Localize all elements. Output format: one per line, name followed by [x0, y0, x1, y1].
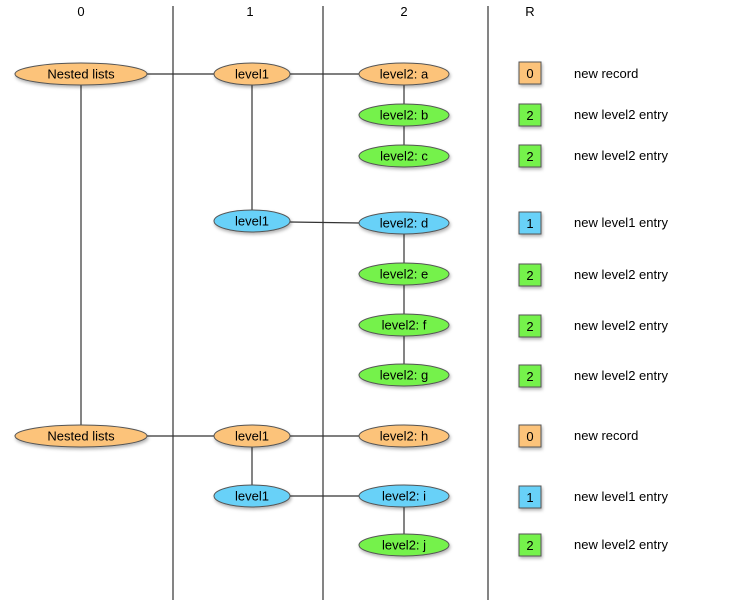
r-badge-value: 2	[526, 149, 533, 164]
r-badge-value: 2	[526, 369, 533, 384]
node-label: level2: a	[380, 67, 429, 82]
node-label: level2: c	[380, 149, 428, 164]
node-shape	[358, 211, 450, 235]
node-label: level2: d	[380, 216, 428, 231]
node-level2-e: level2: e	[358, 262, 450, 286]
r-badge-row-1: 0	[518, 61, 542, 85]
row-description: new level1 entry	[574, 489, 668, 504]
node-shape	[213, 424, 291, 448]
node-label: Nested lists	[47, 429, 115, 444]
r-badge-box	[518, 364, 542, 388]
node-label: level2: f	[382, 318, 427, 333]
r-badge-value: 2	[526, 538, 533, 553]
node-shape	[213, 484, 291, 508]
r-badge-row-6: 2	[518, 314, 542, 338]
node-shape	[213, 62, 291, 86]
node-level2-b: level2: b	[358, 103, 450, 127]
node-shape	[358, 533, 450, 557]
row-description: new record	[574, 66, 639, 81]
r-badge-row-5: 2	[518, 263, 542, 287]
node-level1-2: level1	[213, 209, 291, 233]
node-label: level2: j	[382, 538, 426, 553]
r-badge-value: 2	[526, 108, 533, 123]
r-badge-row-9: 1	[518, 485, 542, 509]
r-badge-box	[518, 144, 542, 168]
row-description: new level2 entry	[574, 148, 668, 163]
r-badge-row-3: 2	[518, 144, 542, 168]
node-level2-c: level2: c	[358, 144, 450, 168]
r-badge-value: 0	[526, 66, 533, 81]
row-description: new level1 entry	[574, 215, 668, 230]
node-level2-i: level2: i	[358, 484, 450, 508]
connector	[289, 221, 361, 224]
column-separators	[172, 6, 489, 600]
node-nested-lists-1: Nested lists	[14, 62, 148, 86]
node-shape	[358, 424, 450, 448]
r-badge-box	[518, 263, 542, 287]
r-badge-row-7: 2	[518, 364, 542, 388]
column-header-r: R	[525, 4, 535, 19]
node-label: level1	[235, 489, 269, 504]
node-label: level1	[235, 67, 269, 82]
r-badge-value: 1	[526, 490, 533, 505]
node-label: Nested lists	[47, 67, 115, 82]
r-badge-box	[518, 61, 542, 85]
r-badge-value: 0	[526, 429, 533, 444]
connectors	[80, 73, 405, 535]
column-header-0: 0	[77, 4, 85, 19]
node-shape	[14, 424, 148, 448]
node-label: level2: b	[380, 108, 428, 123]
column-header-2: 2	[400, 4, 408, 19]
r-badge-value: 2	[526, 268, 533, 283]
r-badge-box	[518, 424, 542, 448]
r-badge-box	[518, 314, 542, 338]
node-label: level1	[235, 429, 269, 444]
row-description: new level2 entry	[574, 267, 668, 282]
node-level2-j: level2: j	[358, 533, 450, 557]
node-label: level2: e	[380, 267, 428, 282]
node-level2-a: level2: a	[358, 62, 450, 86]
row-description: new level2 entry	[574, 318, 668, 333]
node-level1-3: level1	[213, 424, 291, 448]
r-badge-box	[518, 103, 542, 127]
row-description: new level2 entry	[574, 107, 668, 122]
node-label: level2: i	[382, 489, 426, 504]
node-shape	[358, 363, 450, 387]
node-level1-4: level1	[213, 484, 291, 508]
r-badge-box	[518, 485, 542, 509]
r-badge-row-4: 1	[518, 211, 542, 235]
r-badge-value: 2	[526, 319, 533, 334]
node-level2-g: level2: g	[358, 363, 450, 387]
row-description: new level2 entry	[574, 368, 668, 383]
node-nested-lists-2: Nested lists	[14, 424, 148, 448]
node-level2-h: level2: h	[358, 424, 450, 448]
r-badge-value: 1	[526, 216, 533, 231]
row-description: new level2 entry	[574, 537, 668, 552]
r-badge-box	[518, 533, 542, 557]
node-shape	[358, 262, 450, 286]
node-shape	[358, 484, 450, 508]
node-shape	[358, 62, 450, 86]
node-shape	[213, 209, 291, 233]
node-shape	[358, 313, 450, 337]
r-badge-box	[518, 211, 542, 235]
node-label: level1	[235, 214, 269, 229]
node-level2-d: level2: d	[358, 211, 450, 235]
node-shape	[14, 62, 148, 86]
row-description: new record	[574, 428, 639, 443]
node-shape	[358, 103, 450, 127]
r-badge-row-2: 2	[518, 103, 542, 127]
node-shape	[358, 144, 450, 168]
node-label: level2: g	[380, 368, 428, 383]
r-badge-row-10: 2	[518, 533, 542, 557]
node-level1-1: level1	[213, 62, 291, 86]
node-label: level2: h	[380, 429, 428, 444]
r-badge-row-8: 0	[518, 424, 542, 448]
node-level2-f: level2: f	[358, 313, 450, 337]
column-header-1: 1	[246, 4, 254, 19]
